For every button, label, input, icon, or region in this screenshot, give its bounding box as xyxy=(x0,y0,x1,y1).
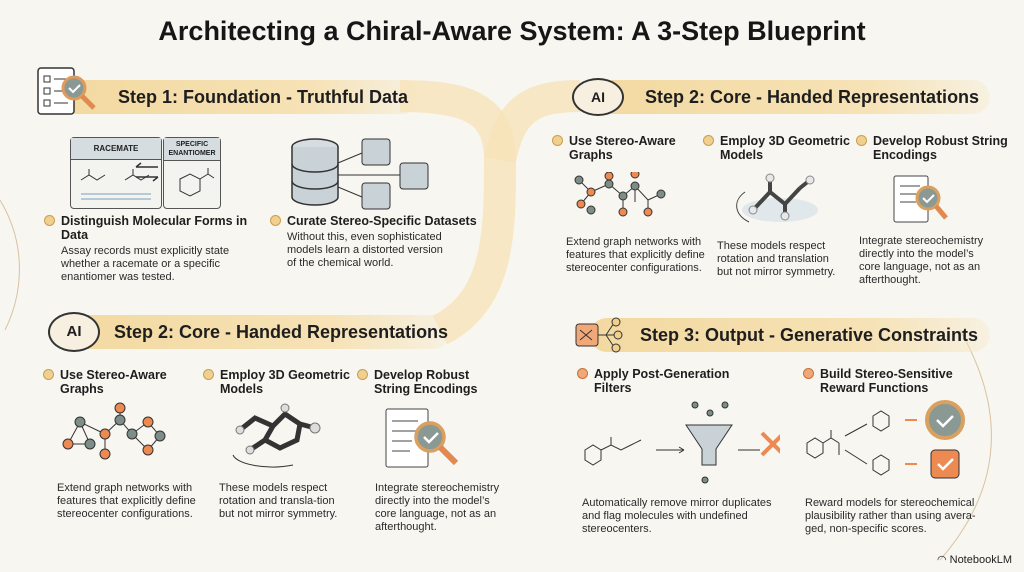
step2-top-title: Step 2: Core - Handed Representations xyxy=(645,87,980,107)
checklist-magnifier-icon xyxy=(37,67,96,115)
item-heading: Apply Post-Generation Filters xyxy=(594,367,730,395)
step1-title: Step 1: Foundation - Truthful Data xyxy=(118,87,408,107)
item-heading: Employ 3D Geometric Models xyxy=(720,134,850,162)
reward-function-icon xyxy=(806,400,965,479)
step2-top-item-2-text: These models respect rotation and transl… xyxy=(717,240,836,278)
3d-molecule-model-icon xyxy=(736,173,818,223)
step2-top-item-3-text: Integrate stereochemistry directly into … xyxy=(859,235,984,286)
step1-item-1: Distinguish Molecular Forms in Data Assa… xyxy=(44,214,274,284)
step2-bottom-item-1: Use Stereo-Aware Graphs xyxy=(43,368,193,396)
exchange-arrows-icon xyxy=(135,162,159,182)
step3-banner: Step 3: Output - Generative Constraints xyxy=(590,318,990,352)
bullet-dot xyxy=(703,135,714,146)
step2-top-item-1-text: Extend graph networks with features that… xyxy=(566,236,705,274)
ai-atom-icon: AI xyxy=(572,78,624,116)
benzene-molecule-icon xyxy=(179,168,215,197)
item-heading: Use Stereo-Aware Graphs xyxy=(569,134,676,162)
step3-item-2-text: Reward models for stereochemical plausib… xyxy=(805,497,976,535)
step2-top-item-1: Use Stereo-Aware Graphs xyxy=(552,134,702,162)
bullet-dot xyxy=(44,215,55,226)
step3-item-2: Build Stereo-Sensitive Reward Functions xyxy=(803,367,1003,395)
filter-funnel-icon xyxy=(584,401,780,484)
step2-bottom-item-3: Develop Robust String Encodings xyxy=(357,368,507,396)
page-title: Architecting a Chiral-Aware System: A 3-… xyxy=(158,16,866,46)
ai-atom-icon: AI xyxy=(48,312,100,352)
racemate-label: RACEMATE xyxy=(71,138,161,160)
bullet-dot xyxy=(43,369,54,380)
step2-bottom-item-2: Employ 3D Geometric Models xyxy=(203,368,353,396)
bullet-dot xyxy=(357,369,368,380)
step1-item-2: Curate Stereo-Specific Datasets Without … xyxy=(270,214,500,270)
racemate-card: RACEMATE xyxy=(70,137,162,209)
item-heading: Curate Stereo-Specific Datasets xyxy=(287,214,477,228)
step2-bottom-item-2-text: These models respect rotation and transl… xyxy=(219,482,338,520)
bullet-dot xyxy=(203,369,214,380)
step2-bottom-item-1-text: Extend graph networks with features that… xyxy=(57,482,196,520)
step1-banner: Step 1: Foundation - Truthful Data xyxy=(60,80,420,114)
step2-bottom-item-3-text: Integrate stereochemistry directly into … xyxy=(375,482,500,533)
item-text: Without this, even sophisticated models … xyxy=(287,231,443,269)
item-heading: Develop Robust String Encodings xyxy=(374,368,478,396)
step3-item-1: Apply Post-Generation Filters xyxy=(577,367,777,395)
item-heading: Develop Robust String Encodings xyxy=(873,134,1008,162)
bullet-dot xyxy=(270,215,281,226)
database-documents-icon xyxy=(291,138,429,210)
document-magnifier-icon xyxy=(893,175,948,223)
item-text: Assay records must explicitly state whet… xyxy=(61,245,230,283)
enantiomer-label: SPECIFIC ENANTIOMER xyxy=(164,138,220,161)
network-shuffle-icon xyxy=(575,317,623,353)
bullet-dot xyxy=(856,135,867,146)
stereo-graph-icon xyxy=(574,172,666,217)
step2-bottom-title: Step 2: Core - Handed Representations xyxy=(114,322,449,342)
document-magnifier-icon xyxy=(385,408,459,468)
step2-top-item-3: Develop Robust String Encodings xyxy=(856,134,1016,162)
enantiomer-card: SPECIFIC ENANTIOMER xyxy=(163,137,221,209)
step2-bottom-banner: Step 2: Core - Handed Representations xyxy=(60,315,450,349)
racemate-molecules-icon xyxy=(80,169,151,200)
step2-top-banner: Step 2: Core - Handed Representations xyxy=(580,80,990,114)
3d-molecule-model-icon xyxy=(232,403,321,468)
step3-title: Step 3: Output - Generative Constraints xyxy=(640,325,979,345)
item-heading: Employ 3D Geometric Models xyxy=(220,368,350,396)
bullet-dot xyxy=(803,368,814,379)
step2-top-item-2: Employ 3D Geometric Models xyxy=(703,134,853,162)
item-heading: Build Stereo-Sensitive Reward Functions xyxy=(820,367,953,395)
bullet-dot xyxy=(577,368,588,379)
item-heading: Use Stereo-Aware Graphs xyxy=(60,368,167,396)
item-heading: Distinguish Molecular Forms in Data xyxy=(61,214,248,242)
notebooklm-logo-icon: ◠ xyxy=(936,554,950,566)
stereo-graph-icon xyxy=(62,402,166,460)
brand-label: NotebookLM xyxy=(949,554,1012,566)
step3-item-1-text: Automatically remove mirror duplicates a… xyxy=(582,497,772,535)
notebooklm-brand: ◠ NotebookLM xyxy=(937,553,1012,566)
bullet-dot xyxy=(552,135,563,146)
